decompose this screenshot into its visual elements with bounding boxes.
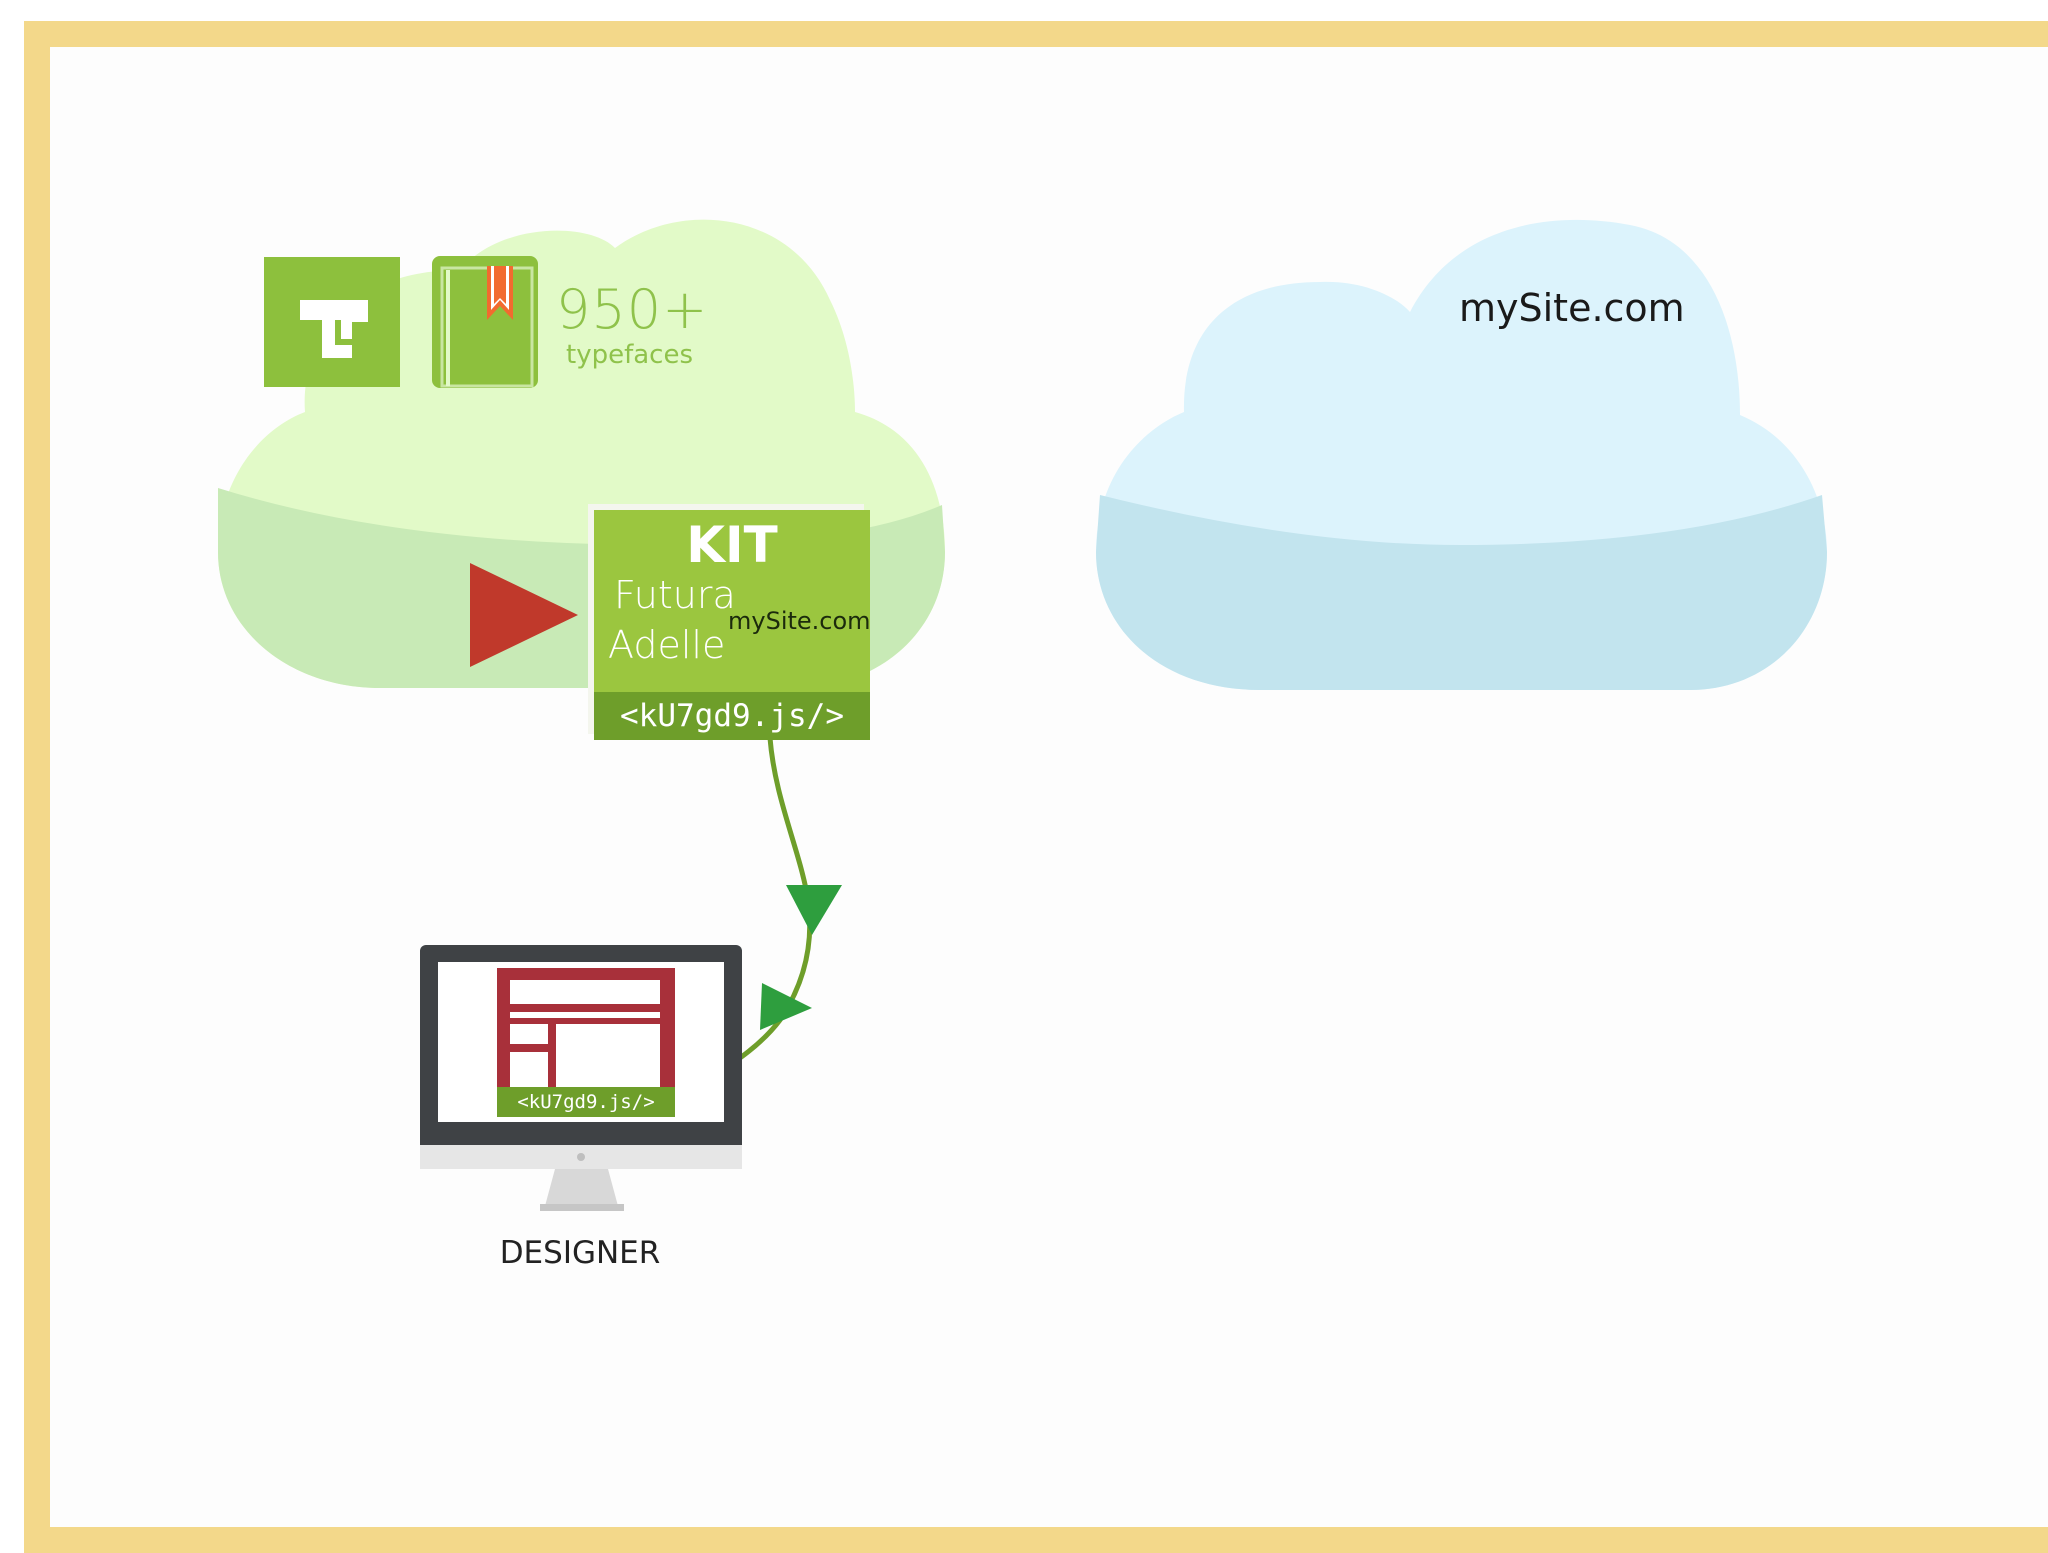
site-cloud — [1096, 219, 1827, 690]
typeface-count-caption: typefaces — [566, 340, 694, 370]
typeface-count: 950+ — [556, 278, 709, 341]
designer-label: DESIGNER — [499, 1235, 661, 1271]
kit-title: KIT — [686, 516, 778, 574]
typekit-logo-icon — [264, 257, 400, 387]
kit-embed-code: <kU7gd9.js/> — [594, 692, 870, 740]
play-arrow-icon — [470, 563, 578, 667]
kit-site-domain: mySite.com — [728, 607, 871, 635]
kit-card: KIT Futura Adelle mySite.com <kU7gd9.js/… — [594, 510, 871, 740]
book-bookmark-icon — [432, 256, 538, 388]
monitor-embed-code: <kU7gd9.js/> — [497, 1087, 675, 1117]
kit-font-item: Adelle — [608, 623, 726, 667]
monitor-icon — [420, 945, 742, 1211]
kit-font-item: Futura — [614, 573, 736, 617]
site-cloud-label: mySite.com — [1459, 286, 1685, 330]
